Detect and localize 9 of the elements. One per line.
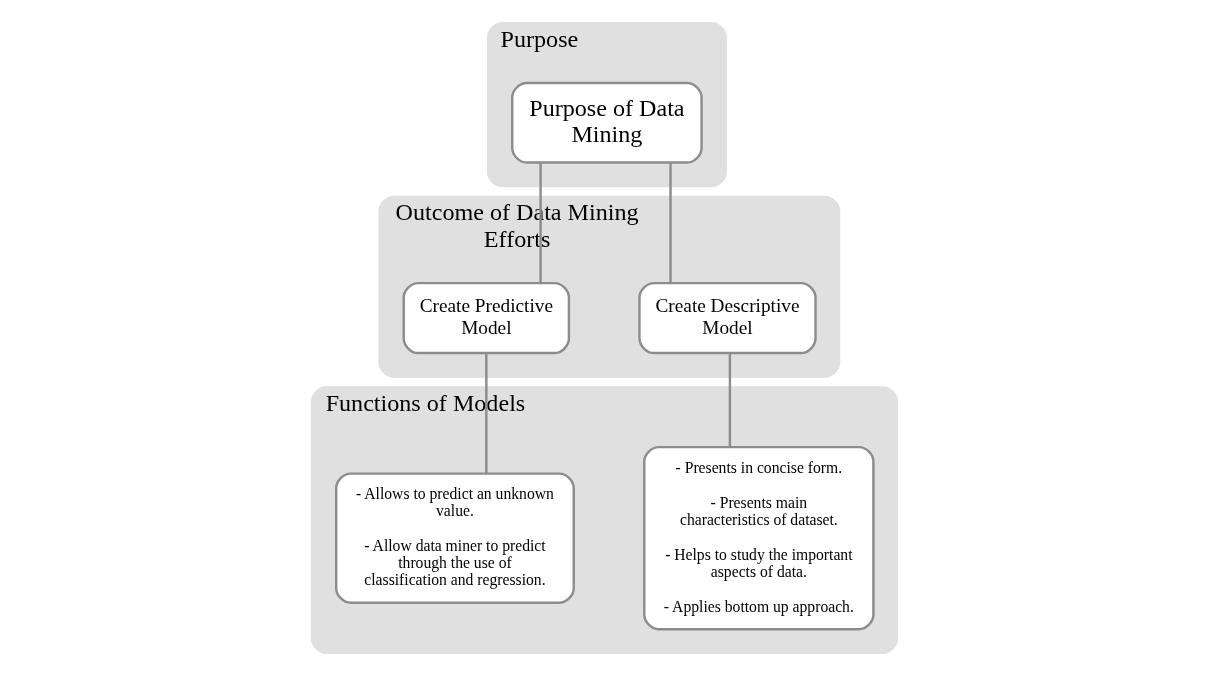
node-box: Purpose of Data Mining [510, 81, 703, 164]
node-box: - Presents in concise form. - Presents main characteristics of dataset. - Helps to study the important aspects of data. - Applies bottom up approach. [642, 445, 875, 631]
node-box: Create Descriptive Model [637, 281, 817, 355]
connector [538, 162, 542, 284]
connector [668, 162, 672, 284]
node-box: Create Predictive Model [402, 281, 570, 355]
node-box: - Allows to predict an unknown value. - Allow data miner to predict through the use of classification and regression. [334, 472, 575, 604]
connector [484, 353, 488, 474]
connector [728, 353, 731, 447]
